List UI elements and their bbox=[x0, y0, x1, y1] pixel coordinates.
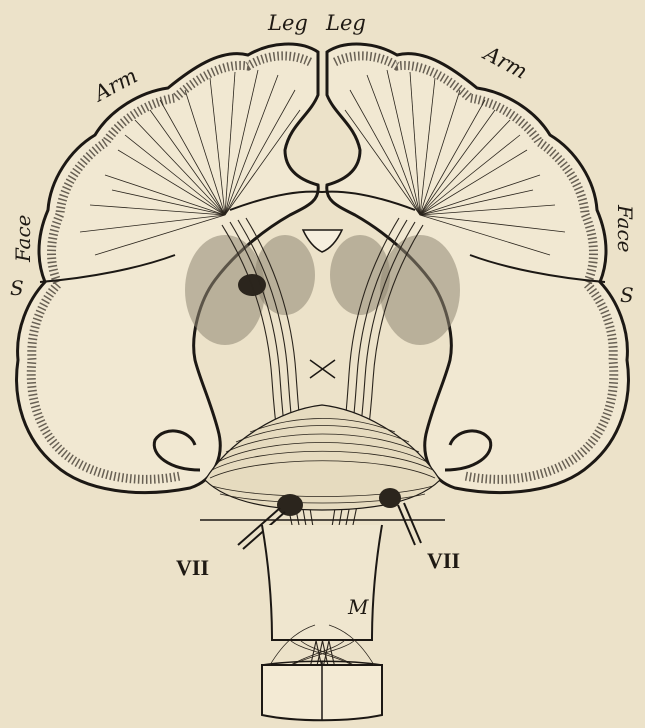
left-thalamus bbox=[255, 235, 315, 315]
right-facial-nerve bbox=[398, 503, 421, 545]
label-arm-right: Arm bbox=[478, 40, 531, 83]
label-face-left: Face bbox=[11, 215, 35, 263]
medulla-outline bbox=[262, 525, 382, 640]
right-thalamus bbox=[330, 235, 390, 315]
pons bbox=[205, 405, 440, 510]
label-face-right: Face bbox=[613, 204, 637, 252]
label-s-left: S bbox=[10, 276, 24, 300]
right-facial-nucleus bbox=[379, 488, 401, 508]
label-s-right: S bbox=[620, 283, 634, 307]
ventricle bbox=[303, 230, 342, 252]
label-vii-right: VII bbox=[427, 548, 460, 573]
label-m: M bbox=[347, 595, 369, 619]
upper-decussation bbox=[310, 360, 335, 378]
left-facial-nucleus bbox=[277, 494, 303, 516]
label-leg-right: Leg bbox=[325, 11, 366, 35]
label-vii-left: VII bbox=[176, 555, 209, 580]
label-leg-left: Leg bbox=[267, 11, 308, 35]
